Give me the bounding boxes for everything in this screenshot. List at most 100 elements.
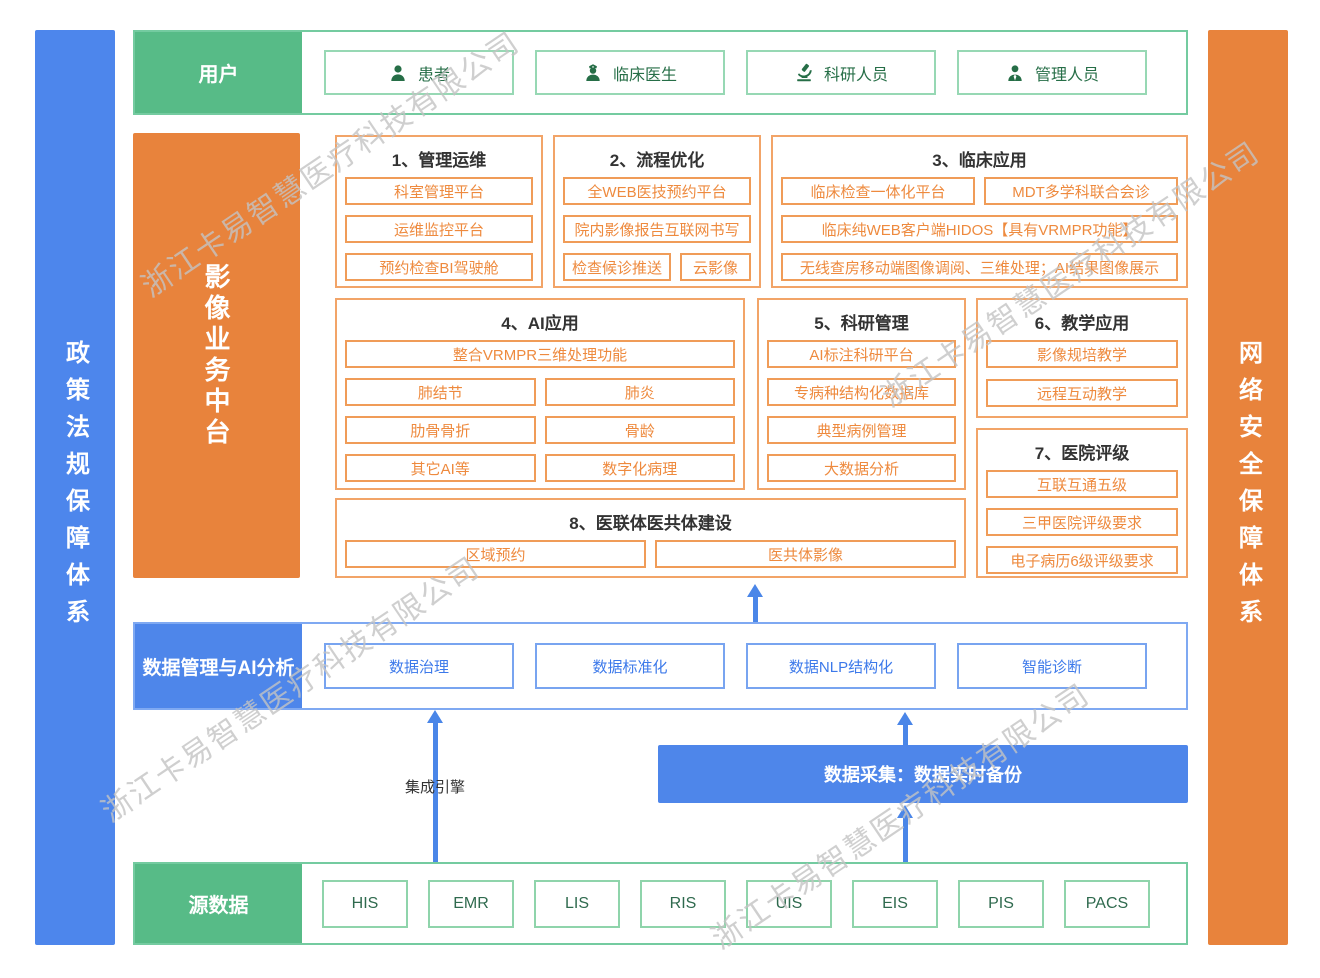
user-card-admin: 管理人员 [957, 50, 1147, 95]
platform-item: 远程互动教学 [986, 379, 1178, 407]
user-card-label: 管理人员 [1034, 66, 1099, 84]
platform-item: 三甲医院评级要求 [986, 508, 1178, 536]
group-body: 全WEB医技预约平台 院内影像报告互联网书写 检查候诊推送 云影像 [563, 177, 751, 281]
platform-item: 全WEB医技预约平台 [563, 177, 751, 205]
group-medical-consortium: 8、医联体医共体建设 区域预约 医共体影像 [335, 498, 966, 578]
platform-item: 大数据分析 [767, 454, 956, 482]
group-title: 1、管理运维 [391, 151, 487, 170]
data-management-band-items: 数据治理 数据标准化 数据NLP结构化 智能诊断 [302, 624, 1186, 708]
source-data-band-label-text: 源数据 [188, 895, 249, 917]
platform-label-text: 影像业务中台 [201, 262, 231, 449]
data-item: 数据NLP结构化 [746, 643, 936, 689]
group-title: 4、AI应用 [501, 314, 579, 333]
platform-item: 影像规培教学 [986, 340, 1178, 368]
group-row: 其它AI等 数字化病理 [345, 454, 735, 482]
group-title: 6、教学应用 [1034, 314, 1130, 333]
source-item: LIS [534, 879, 620, 928]
group-title: 7、医院评级 [1034, 444, 1130, 463]
source-item: UIS [746, 879, 832, 928]
source-item: PIS [958, 879, 1044, 928]
platform-item: 无线查房移动端图像调阅、三维处理；AI结果图像展示 [781, 253, 1178, 281]
group-management-ops: 1、管理运维 科室管理平台 运维监控平台 预约检查BI驾驶舱 [335, 135, 543, 288]
data-item: 智能诊断 [957, 643, 1147, 689]
platform-item: 整合VRMPR三维处理功能 [345, 340, 735, 368]
platform-item: 互联互通五级 [986, 470, 1178, 498]
integration-engine-label: 集成引擎 [404, 779, 465, 796]
platform-item: 院内影像报告互联网书写 [563, 215, 751, 243]
platform-item: 区域预约 [345, 540, 646, 568]
doctor-icon [583, 63, 603, 83]
platform-item: 专病种结构化数据库 [767, 378, 956, 406]
arrow-shaft [902, 725, 908, 745]
platform-item: 肺炎 [544, 378, 735, 406]
platform-item: MDT多学科联合会诊 [984, 177, 1178, 205]
group-teaching-application: 6、教学应用 影像规培教学 远程互动教学 [976, 298, 1188, 418]
platform-label-block: 影像业务中台 [133, 133, 300, 578]
microscope-icon [794, 63, 814, 83]
group-ai-application: 4、AI应用 整合VRMPR三维处理功能 肺结节 肺炎 肋骨骨折 骨龄 其它AI… [335, 298, 745, 490]
source-item: EIS [852, 879, 938, 928]
source-item: EMR [428, 879, 514, 928]
platform-item: 预约检查BI驾驶舱 [345, 253, 533, 281]
group-body: 临床检查一体化平台 MDT多学科联合会诊 临床纯WEB客户端HIDOS【具有VR… [781, 177, 1178, 281]
platform-item: 肋骨骨折 [345, 416, 536, 444]
platform-item: AI标注科研平台 [767, 340, 956, 368]
group-body: AI标注科研平台 专病种结构化数据库 典型病例管理 大数据分析 [767, 340, 956, 482]
source-data-band-items: HIS EMR LIS RIS UIS EIS PIS PACS [302, 864, 1186, 943]
admin-icon [1005, 63, 1025, 83]
platform-item: 骨龄 [544, 416, 735, 444]
source-data-band: 源数据 HIS EMR LIS RIS UIS EIS PIS PACS [133, 862, 1188, 945]
arrow-head [897, 805, 913, 818]
group-body: 整合VRMPR三维处理功能 肺结节 肺炎 肋骨骨折 骨龄 其它AI等 数字化病理 [345, 340, 735, 482]
arrow-data-to-platform [747, 584, 763, 622]
group-clinical-application: 3、临床应用 临床检查一体化平台 MDT多学科联合会诊 临床纯WEB客户端HID… [771, 135, 1188, 288]
user-card-label: 科研人员 [823, 66, 888, 84]
group-body: 区域预约 医共体影像 [345, 540, 956, 568]
network-security-pillar-label: 网络安全保障体系 [1234, 339, 1262, 636]
group-body: 科室管理平台 运维监控平台 预约检查BI驾驶舱 [345, 177, 533, 281]
user-card-label: 患者 [417, 66, 450, 84]
data-collection-box: 数据采集：数据实时备份 [658, 745, 1188, 803]
data-item: 数据标准化 [535, 643, 725, 689]
platform-item: 运维监控平台 [345, 215, 533, 243]
platform-item: 科室管理平台 [345, 177, 533, 205]
group-research-management: 5、科研管理 AI标注科研平台 专病种结构化数据库 典型病例管理 大数据分析 [757, 298, 966, 490]
patient-icon [388, 63, 408, 83]
arrow-source-to-collection [897, 805, 913, 862]
arrow-integration-engine [427, 710, 443, 862]
platform-item: 临床检查一体化平台 [781, 177, 975, 205]
group-body: 影像规培教学 远程互动教学 [986, 340, 1178, 407]
users-band-items: 患者 临床医生 科研人员 管理人员 [302, 32, 1186, 113]
platform-item: 典型病例管理 [767, 416, 956, 444]
arrow-head [747, 584, 763, 597]
data-management-band-label-text: 数据管理与AI分析 [142, 657, 295, 679]
source-data-band-label: 源数据 [135, 864, 302, 943]
group-row: 检查候诊推送 云影像 [563, 253, 751, 281]
network-security-pillar: 网络安全保障体系 [1208, 30, 1288, 945]
group-row: 肋骨骨折 骨龄 [345, 416, 735, 444]
group-row: 临床检查一体化平台 MDT多学科联合会诊 [781, 177, 1178, 205]
group-body: 互联互通五级 三甲医院评级要求 电子病历6级评级要求 [986, 470, 1178, 574]
policy-pillar: 政策法规保障体系 [35, 30, 115, 945]
group-hospital-rating: 7、医院评级 互联互通五级 三甲医院评级要求 电子病历6级评级要求 [976, 428, 1188, 578]
platform-item: 检查候诊推送 [563, 253, 671, 281]
platform-item: 临床纯WEB客户端HIDOS【具有VRMPR功能】 [781, 215, 1178, 243]
arrow-head [427, 710, 443, 723]
platform-item: 云影像 [679, 253, 751, 281]
users-band-label: 用户 [135, 32, 302, 113]
platform-item: 其它AI等 [345, 454, 536, 482]
group-process-optimization: 2、流程优化 全WEB医技预约平台 院内影像报告互联网书写 检查候诊推送 云影像 [553, 135, 761, 288]
source-item: PACS [1064, 879, 1150, 928]
user-card-label: 临床医生 [612, 66, 677, 84]
source-item: HIS [322, 879, 408, 928]
users-band: 用户 患者 临床医生 科研人员 [133, 30, 1188, 115]
arrow-collection-to-data [897, 712, 913, 745]
arrow-shaft [902, 818, 908, 862]
user-card-patient: 患者 [324, 50, 514, 95]
arrow-head [897, 712, 913, 725]
group-row: 区域预约 医共体影像 [345, 540, 956, 568]
policy-pillar-label: 政策法规保障体系 [61, 339, 89, 636]
group-title: 5、科研管理 [814, 314, 909, 333]
data-management-band-label: 数据管理与AI分析 [135, 624, 302, 708]
